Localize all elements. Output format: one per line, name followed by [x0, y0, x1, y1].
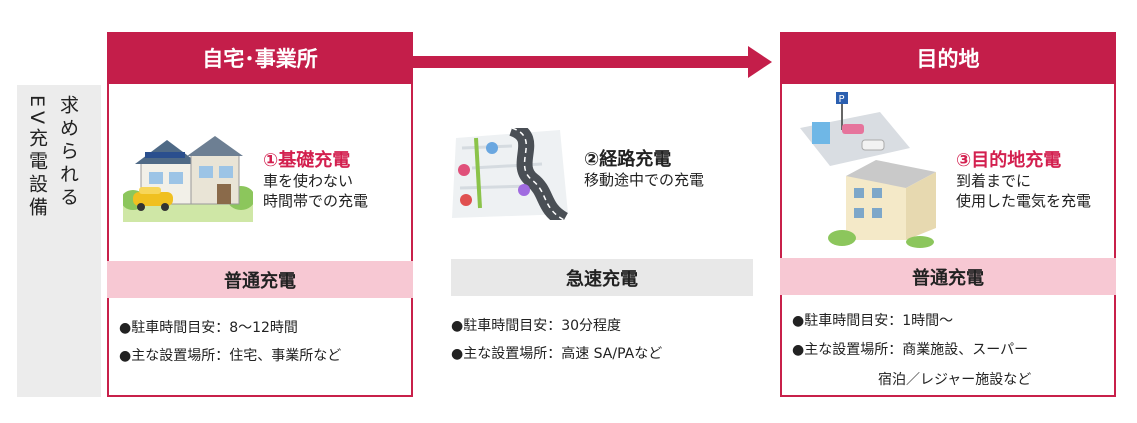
basic-charging-desc-2: 時間帯での充電 [263, 192, 369, 210]
destination-header: 目的地 [780, 32, 1116, 84]
road-map-illustration [452, 128, 569, 220]
basic-charging-desc-1: 車を使わない [263, 172, 354, 190]
basic-charging-title: ①基礎充電 [263, 150, 351, 171]
parking-sign-icon [836, 92, 848, 104]
normal-charging-band-right: 普通充電 [780, 258, 1116, 295]
route-charging-desc: 移動途中での充電 [584, 171, 705, 189]
side-label-col1: 求められる [57, 95, 79, 210]
side-label-col2: EV充電設備 [26, 95, 48, 221]
flow-arrow-head [748, 46, 772, 78]
right-bullet-location: ●主な設置場所：商業施設、スーパー [792, 342, 1029, 358]
destination-section: 目的地 P ③目的地充電 到着までに 使用した電気を充電 普通充電 ●駐車時間目… [780, 32, 1116, 397]
route-charging-title: ②経路充電 [584, 149, 672, 170]
normal-charging-band-left: 普通充電 [107, 261, 413, 298]
map-pin-icon [458, 164, 470, 176]
right-bullet-location-cont: 宿泊／レジャー施設など [878, 372, 1032, 388]
flow-arrow [413, 56, 763, 68]
right-bullet-parking-time: ●駐車時間目安：1時間～ [792, 313, 954, 329]
destination-charging-desc-2: 使用した電気を充電 [956, 192, 1092, 210]
fast-charging-band: 急速充電 [451, 259, 753, 296]
parking-building-illustration: P [800, 92, 936, 248]
destination-charging-desc-1: 到着までに [956, 172, 1032, 190]
left-bullet-location: ●主な設置場所：住宅、事業所など [119, 348, 342, 364]
middle-bullet-location: ●主な設置場所：高速 SA/PAなど [451, 346, 663, 362]
side-label-panel [17, 85, 101, 397]
house-illustration [123, 136, 253, 222]
left-bullet-parking-time: ●駐車時間目安：8～12時間 [119, 320, 298, 336]
home-office-header: 自宅･事業所 [107, 32, 413, 84]
svg-text:P: P [839, 94, 845, 105]
middle-bullet-parking-time: ●駐車時間目安：30分程度 [451, 318, 622, 334]
destination-charging-title: ③目的地充電 [956, 150, 1062, 171]
home-office-section: 自宅･事業所 ①基礎充電 車を使わない 時間帯での充電 普通充電 ●駐車時間目安… [107, 32, 413, 397]
